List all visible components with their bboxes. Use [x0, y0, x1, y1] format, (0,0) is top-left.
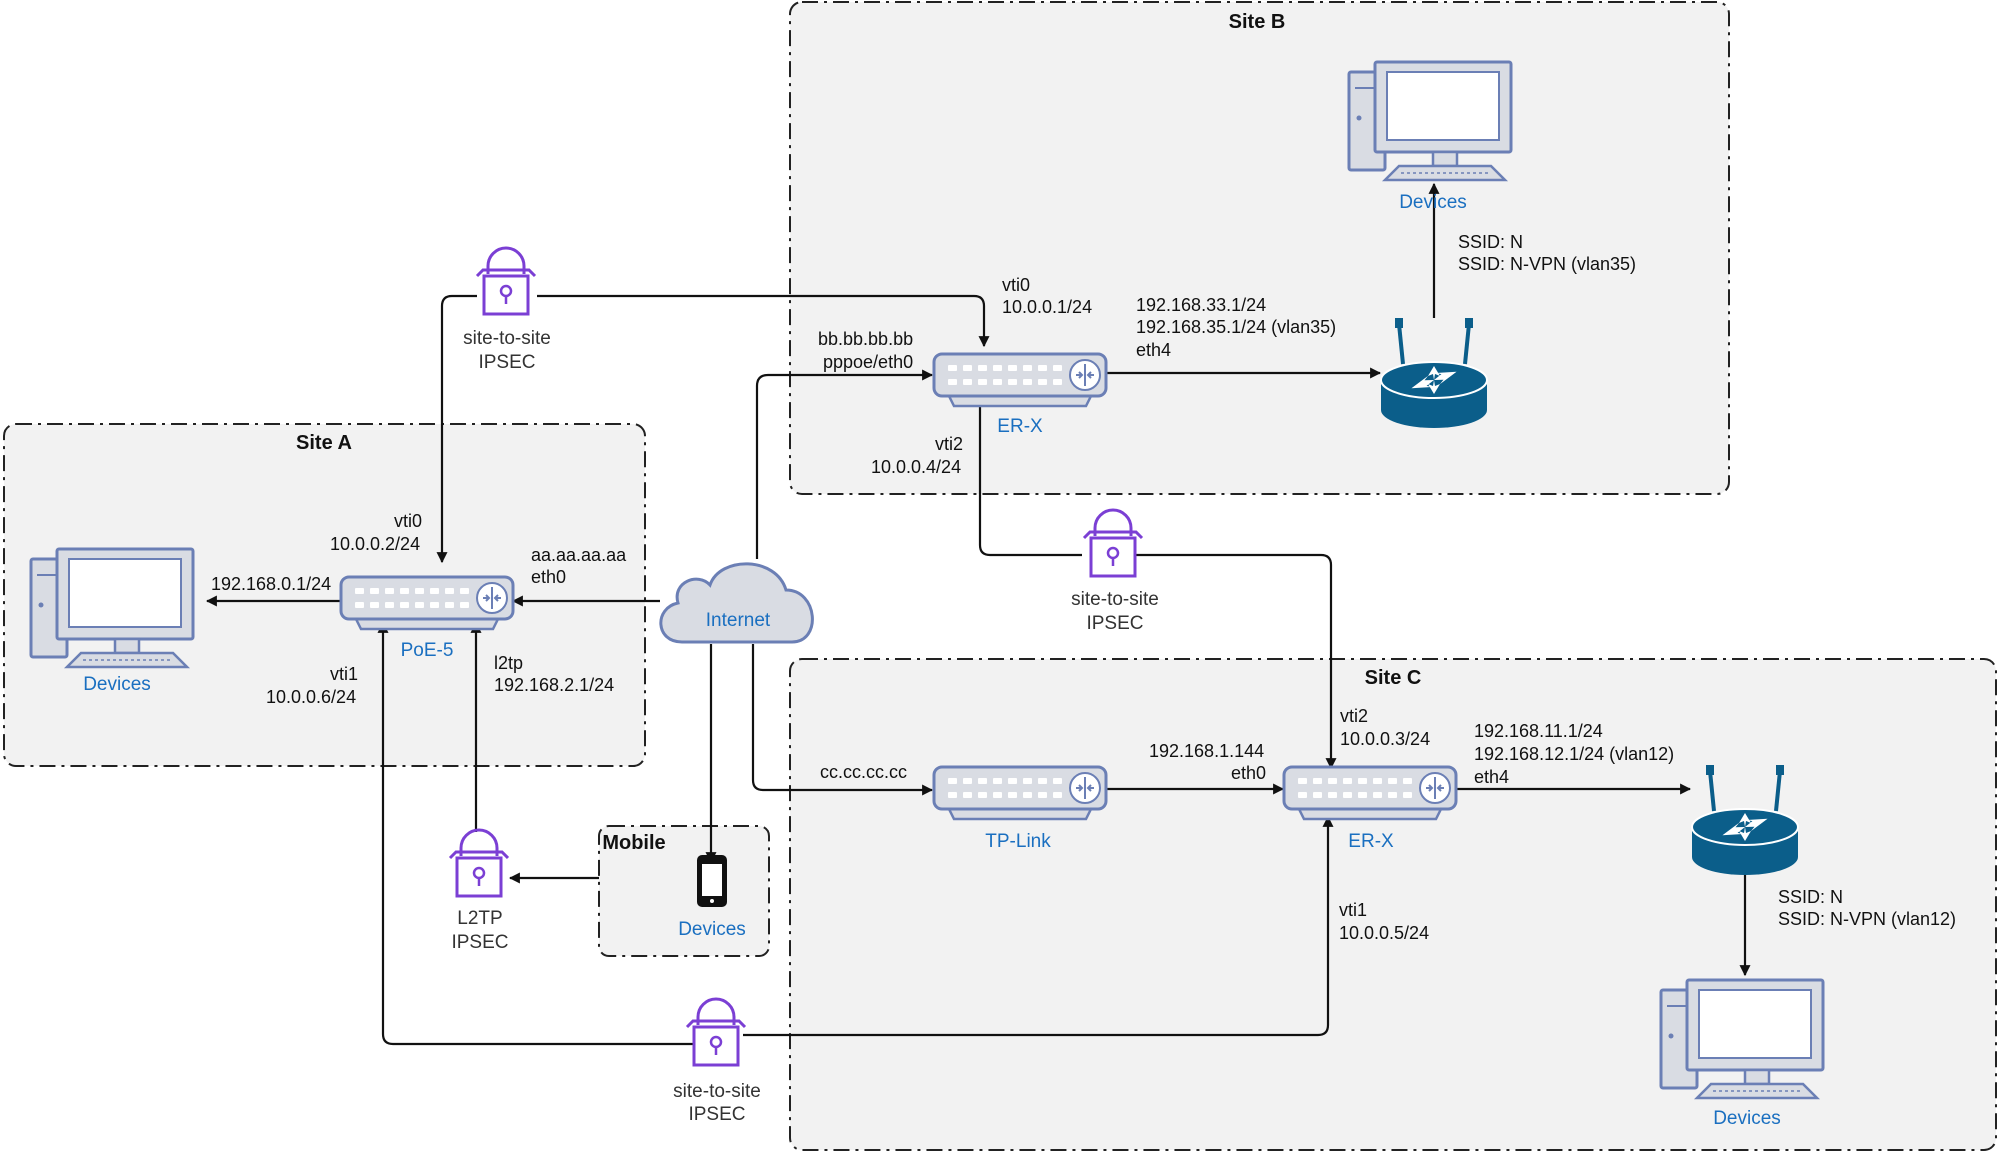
poe5-label: PoE-5: [401, 640, 454, 661]
vpn-bottom-line2: IPSEC: [688, 1104, 745, 1125]
c-ssid-1: SSID: N: [1778, 887, 1843, 907]
c-tplink-ip: 192.168.1.144: [1149, 741, 1264, 761]
c-vti2-ip: 10.0.0.3/24: [1340, 729, 1430, 749]
devices-c-node: Devices: [1659, 978, 1825, 1129]
poe5-node: PoE-5: [339, 575, 515, 661]
a-vti0-ip: 10.0.0.2/24: [330, 534, 420, 554]
b-ssid-2: SSID: N-VPN (vlan35): [1458, 254, 1636, 274]
b-vti2-ip: 10.0.0.4/24: [871, 457, 961, 477]
vpn-l2tp-line2: IPSEC: [451, 932, 508, 953]
link-vpn-middle-to-erx-c: [1132, 553, 1337, 770]
smartphone-icon: [697, 855, 727, 907]
c-wan-ip: cc.cc.cc.cc: [820, 762, 907, 782]
b-vti0-ip: 10.0.0.1/24: [1002, 297, 1092, 317]
link-erx-b-to-vpn-middle: [978, 406, 1082, 557]
cloud-icon: [659, 562, 814, 644]
mobile-devices-label: Devices: [678, 919, 746, 940]
link-vpn-bottom-to-erx-c: [743, 815, 1334, 1037]
devices-c-label: Devices: [1713, 1108, 1781, 1129]
c-vti1-name: vti1: [1339, 900, 1367, 920]
site-c-title: Site C: [1365, 667, 1422, 689]
b-vti0-name: vti0: [1002, 275, 1030, 295]
b-lan-ip1: 192.168.33.1/24: [1136, 295, 1266, 315]
c-lan-ip2: 192.168.12.1/24 (vlan12): [1474, 744, 1674, 764]
vpn-l2tp: L2TP IPSEC: [448, 828, 510, 953]
c-ssid-2: SSID: N-VPN (vlan12): [1778, 909, 1956, 929]
devices-a-label: Devices: [83, 674, 151, 695]
padlock-vpn-icon: [1082, 508, 1144, 578]
vpn-middle: site-to-site IPSEC: [1071, 508, 1159, 634]
c-lan-ip1: 192.168.11.1/24: [1474, 721, 1603, 741]
network-switch-icon: [339, 575, 515, 631]
c-tplink-iface: eth0: [1231, 763, 1266, 783]
vpn-top: site-to-site IPSEC: [463, 246, 551, 373]
a-vti1-ip: 10.0.0.6/24: [266, 687, 356, 707]
b-wan-ip: bb.bb.bb.bb: [818, 329, 913, 349]
padlock-vpn-icon: [448, 828, 510, 898]
erx-c-label: ER-X: [1348, 831, 1394, 852]
b-lan-ip2: 192.168.35.1/24 (vlan35): [1136, 317, 1336, 337]
connectors: [205, 182, 1751, 1046]
vpn-bottom-line1: site-to-site: [673, 1081, 761, 1102]
vpn-top-line1: site-to-site: [463, 328, 551, 349]
tplink-node: TP-Link: [932, 765, 1108, 852]
link-vpn-top-to-poe5: [436, 294, 477, 564]
vpn-bottom: site-to-site IPSEC: [673, 997, 761, 1125]
erx-c-node: ER-X: [1282, 765, 1458, 852]
network-switch-icon: [1282, 765, 1458, 821]
mobile-devices-node: Devices: [678, 855, 746, 940]
b-wan-iface: pppoe/eth0: [823, 352, 913, 372]
vpn-middle-line2: IPSEC: [1086, 613, 1143, 634]
a-wan-iface: eth0: [531, 567, 566, 587]
vpn-l2tp-line1: L2TP: [457, 908, 502, 929]
devices-a-node: Devices: [29, 547, 195, 695]
vpn-middle-line1: site-to-site: [1071, 589, 1159, 610]
mobile-title: Mobile: [602, 832, 665, 854]
site-b-region: Site B: [789, 1, 1730, 495]
erx-b-label: ER-X: [997, 416, 1043, 437]
c-vti1-ip: 10.0.0.5/24: [1339, 923, 1429, 943]
site-a-title: Site A: [296, 432, 352, 454]
link-internet-to-erx-b: [755, 369, 934, 559]
b-vti2-name: vti2: [935, 434, 963, 454]
network-switch-icon: [932, 352, 1108, 408]
site-a-region: Site A: [3, 423, 646, 767]
a-wan-ip: aa.aa.aa.aa: [531, 545, 627, 565]
a-l2tp-ip: 192.168.2.1/24: [494, 675, 614, 695]
c-vti2-name: vti2: [1340, 706, 1368, 726]
a-lan-ip: 192.168.0.1/24: [211, 574, 331, 594]
padlock-vpn-icon: [685, 997, 747, 1067]
erx-b-node: ER-X: [932, 352, 1108, 437]
a-vti1-name: vti1: [330, 664, 358, 684]
devices-b-label: Devices: [1399, 192, 1467, 213]
tplink-label: TP-Link: [985, 831, 1051, 852]
site-b-title: Site B: [1229, 11, 1286, 33]
network-switch-icon: [932, 765, 1108, 821]
link-internet-to-tplink: [751, 644, 934, 796]
a-vti0-name: vti0: [394, 511, 422, 531]
b-ssid-1: SSID: N: [1458, 232, 1523, 252]
link-vpn-top-to-erx-b: [537, 294, 990, 348]
a-l2tp-name: l2tp: [494, 653, 523, 673]
link-vpn-bottom-to-poe5: [377, 621, 703, 1046]
internet-node: Internet: [659, 562, 814, 644]
devices-b-node: Devices: [1347, 60, 1513, 213]
c-lan-iface: eth4: [1474, 767, 1509, 787]
vpn-top-line2: IPSEC: [478, 352, 535, 373]
address-labels: vti0 10.0.0.1/24 bb.bb.bb.bb pppoe/eth0 …: [211, 232, 1956, 943]
b-lan-iface: eth4: [1136, 340, 1171, 360]
padlock-vpn-icon: [475, 246, 537, 316]
internet-label: Internet: [706, 610, 771, 631]
